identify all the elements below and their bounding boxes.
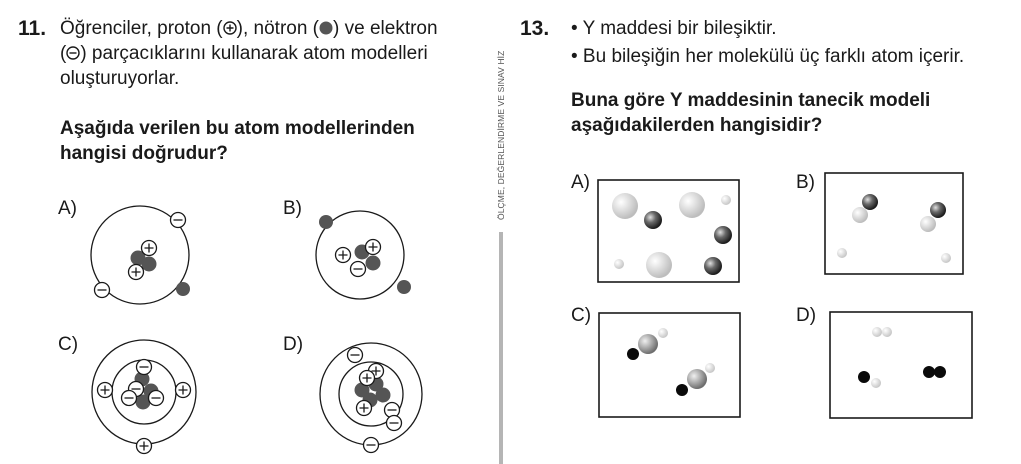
particle-model-c[interactable] bbox=[598, 312, 743, 420]
atom-model-b[interactable] bbox=[308, 205, 418, 305]
q11-option-c-label[interactable]: C) bbox=[58, 334, 79, 355]
q11-prompt-line1: Aşağıda verilen bu atom modellerinden bbox=[60, 118, 415, 139]
q11-line2-part-a: ( bbox=[60, 43, 67, 64]
atom-model-c[interactable] bbox=[84, 335, 214, 460]
particle-model-b[interactable] bbox=[824, 172, 966, 278]
neutron-symbol-icon bbox=[319, 21, 333, 35]
q11-option-a-label[interactable]: A) bbox=[58, 198, 77, 219]
q11-line1-part-b: ), nötron ( bbox=[236, 18, 320, 39]
q11-text-line2: ( ) parçacıklarını kullanarak atom modell… bbox=[60, 41, 428, 66]
q13-bullet-2: • Bu bileşiğin her molekülü üç farklı at… bbox=[571, 46, 965, 67]
q11-line1-part-c: ) ve elektron bbox=[333, 18, 438, 39]
column-divider bbox=[499, 232, 503, 464]
particle-model-d[interactable] bbox=[829, 311, 975, 421]
q13-bullet-1: • Y maddesi bir bileşiktir. bbox=[571, 18, 777, 39]
q11-prompt-line2: hangisi doğrudur? bbox=[60, 143, 228, 164]
q13-option-d-label[interactable]: D) bbox=[796, 305, 817, 326]
atom-model-d[interactable] bbox=[312, 338, 437, 460]
atom-model-a[interactable] bbox=[82, 200, 202, 310]
q13-number: 13. bbox=[520, 17, 550, 40]
q11-text-line1: Öğrenciler, proton ( ), nötron ( ) ve elek… bbox=[60, 16, 438, 41]
proton-symbol-icon bbox=[222, 21, 237, 35]
particle-model-a[interactable] bbox=[597, 179, 742, 285]
q11-line1-part-a: Öğrenciler, proton ( bbox=[60, 18, 223, 39]
q13-option-a-label[interactable]: A) bbox=[571, 172, 590, 193]
q11-option-b-label[interactable]: B) bbox=[283, 198, 302, 219]
sidebar-vertical-text: ÖLÇME, DEĞERLENDİRME VE SINAV HİZ bbox=[496, 50, 506, 220]
q11-text-line3: oluşturuyorlar. bbox=[60, 68, 180, 89]
q11-line2-part-b: ) parçacıklarını kullanarak atom modelle… bbox=[80, 43, 428, 64]
q11-number: 11. bbox=[18, 17, 47, 40]
q11-option-d-label[interactable]: D) bbox=[283, 334, 304, 355]
q13-option-c-label[interactable]: C) bbox=[571, 305, 592, 326]
q13-prompt-line2: aşağıdakilerden hangisidir? bbox=[571, 115, 823, 136]
q13-prompt-line1: Buna göre Y maddesinin tanecik modeli bbox=[571, 90, 931, 111]
electron-symbol-icon bbox=[66, 46, 81, 60]
q13-option-b-label[interactable]: B) bbox=[796, 172, 815, 193]
